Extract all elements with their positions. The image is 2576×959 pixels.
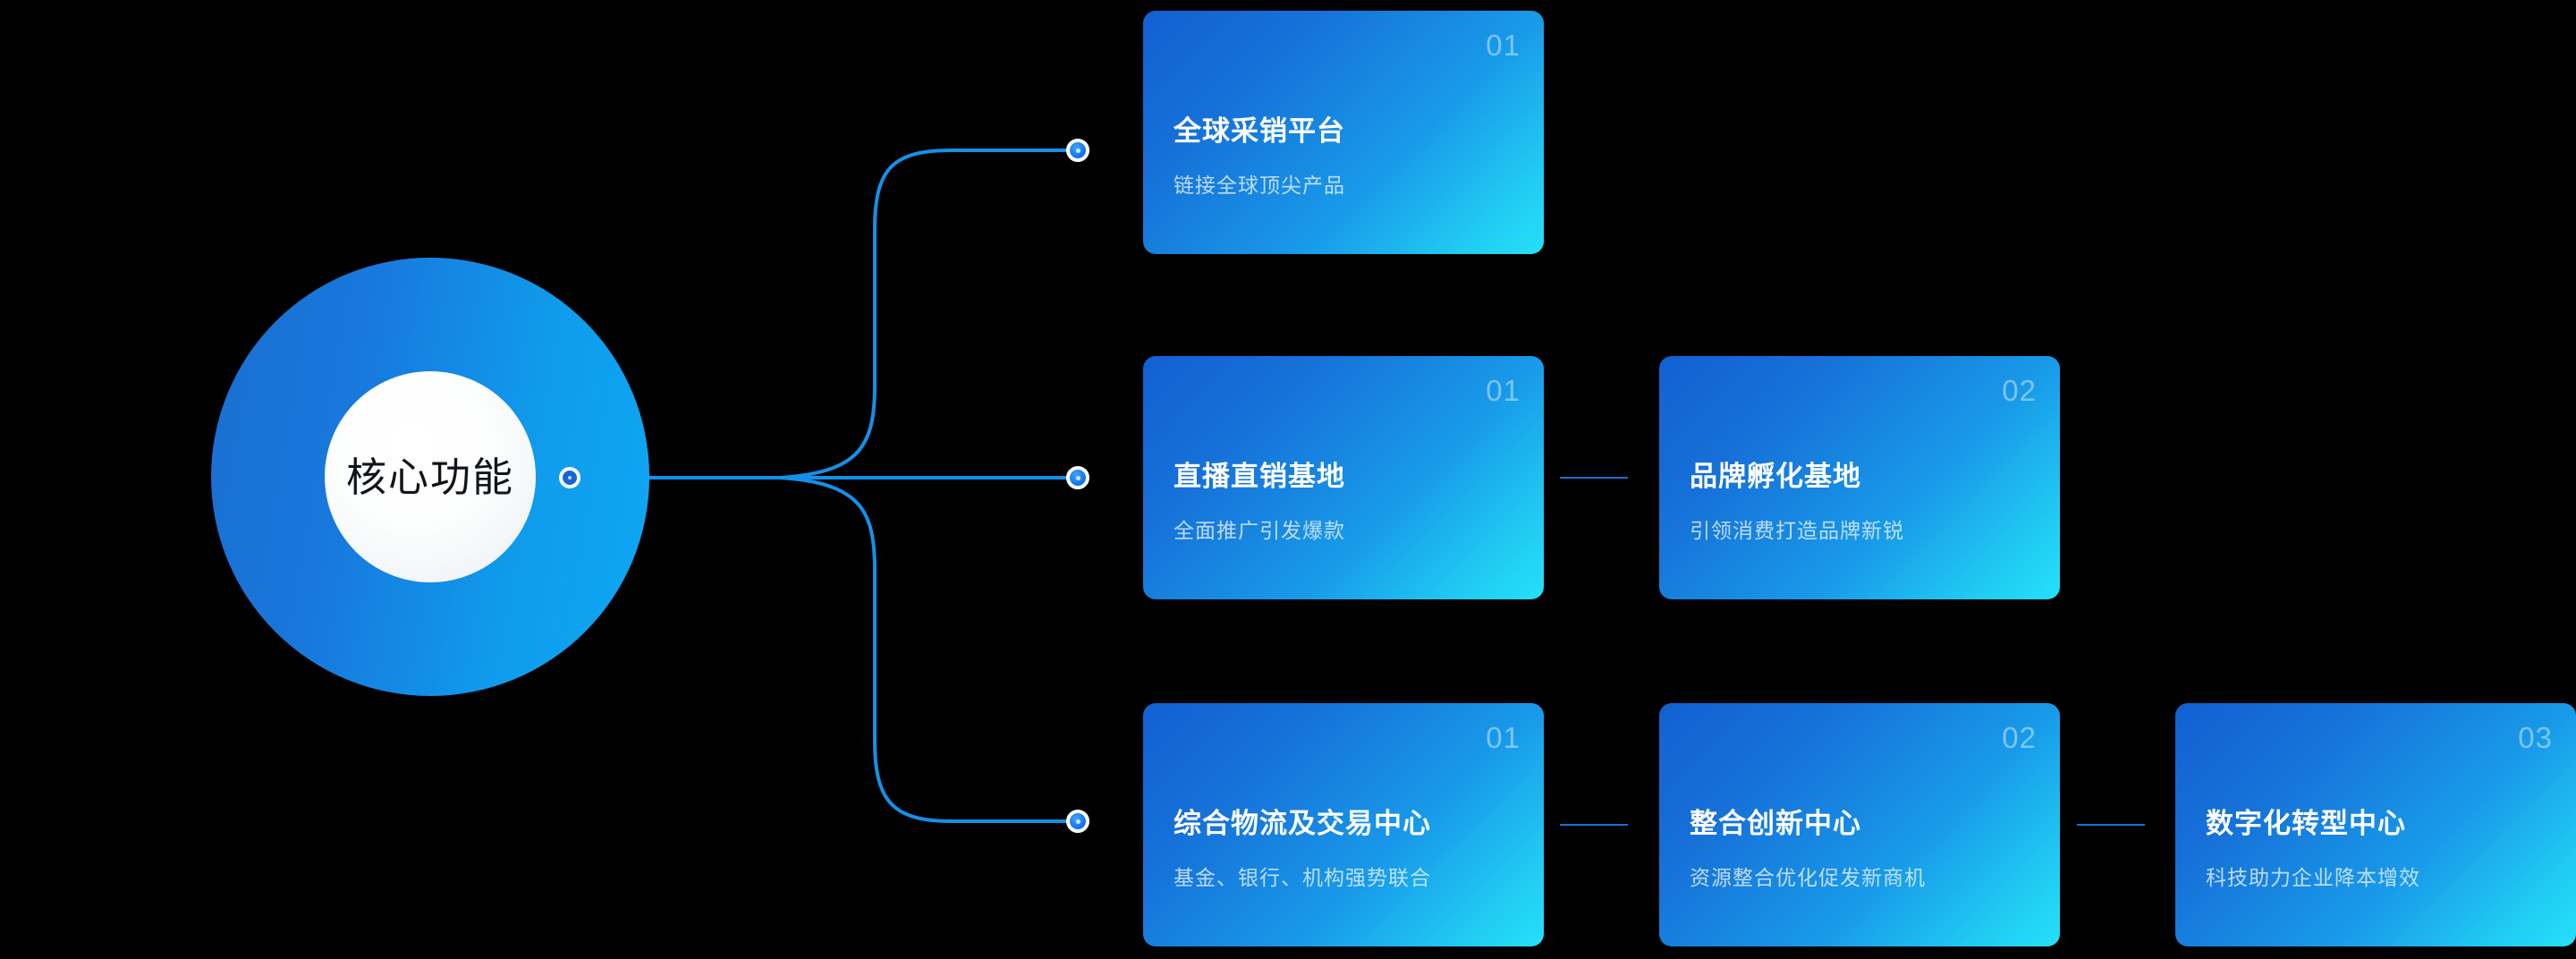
card-subtitle: 资源整合优化促发新商机 [1690,866,1926,889]
card-subtitle: 科技助力企业降本增效 [2206,866,2420,889]
link-branch3-2-to-3 [2077,824,2145,826]
card-number: 01 [1486,29,1521,62]
card-title: 全球采销平台 [1174,115,1345,147]
card-title: 直播直销基地 [1174,461,1345,492]
card-number: 02 [2002,374,2037,407]
node-dot-branch-1[interactable] [1066,139,1089,162]
card-title: 综合物流及交易中心 [1174,808,1431,839]
card-number: 03 [2518,721,2553,754]
card-branch3-item3[interactable]: 03 数字化转型中心 科技助力企业降本增效 [2175,703,2576,946]
hub-inner-circle: 核心功能 [325,371,536,582]
node-dot-branch-3[interactable] [1066,810,1089,833]
link-branch2-1-to-2 [1560,477,1628,479]
card-number: 01 [1486,721,1521,754]
connector-branch-bottom [778,476,1080,823]
card-number: 01 [1486,374,1521,407]
link-branch3-1-to-2 [1560,824,1628,826]
card-title: 整合创新中心 [1690,808,1861,839]
card-branch3-item2[interactable]: 02 整合创新中心 资源整合优化促发新商机 [1659,703,2060,946]
card-subtitle: 链接全球顶尖产品 [1174,174,1345,197]
hub-anchor-dot[interactable] [559,467,580,488]
card-number: 02 [2002,721,2037,754]
card-subtitle: 引领消费打造品牌新锐 [1690,519,1904,542]
hub-label: 核心功能 [345,454,514,500]
card-branch2-item2[interactable]: 02 品牌孵化基地 引领消费打造品牌新锐 [1659,356,2060,599]
core-hub[interactable]: 核心功能 [211,258,649,696]
card-branch3-item1[interactable]: 01 综合物流及交易中心 基金、银行、机构强势联合 [1143,703,1544,946]
card-subtitle: 基金、银行、机构强势联合 [1174,866,1431,889]
card-branch2-item1[interactable]: 01 直播直销基地 全面推广引发爆款 [1143,356,1544,599]
card-subtitle: 全面推广引发爆款 [1174,519,1345,542]
card-title: 品牌孵化基地 [1690,461,1861,492]
card-title: 数字化转型中心 [2206,808,2406,839]
node-dot-branch-2[interactable] [1066,466,1089,489]
connector-branch-top [778,149,1080,480]
card-branch1-item1[interactable]: 01 全球采销平台 链接全球顶尖产品 [1143,11,1544,254]
